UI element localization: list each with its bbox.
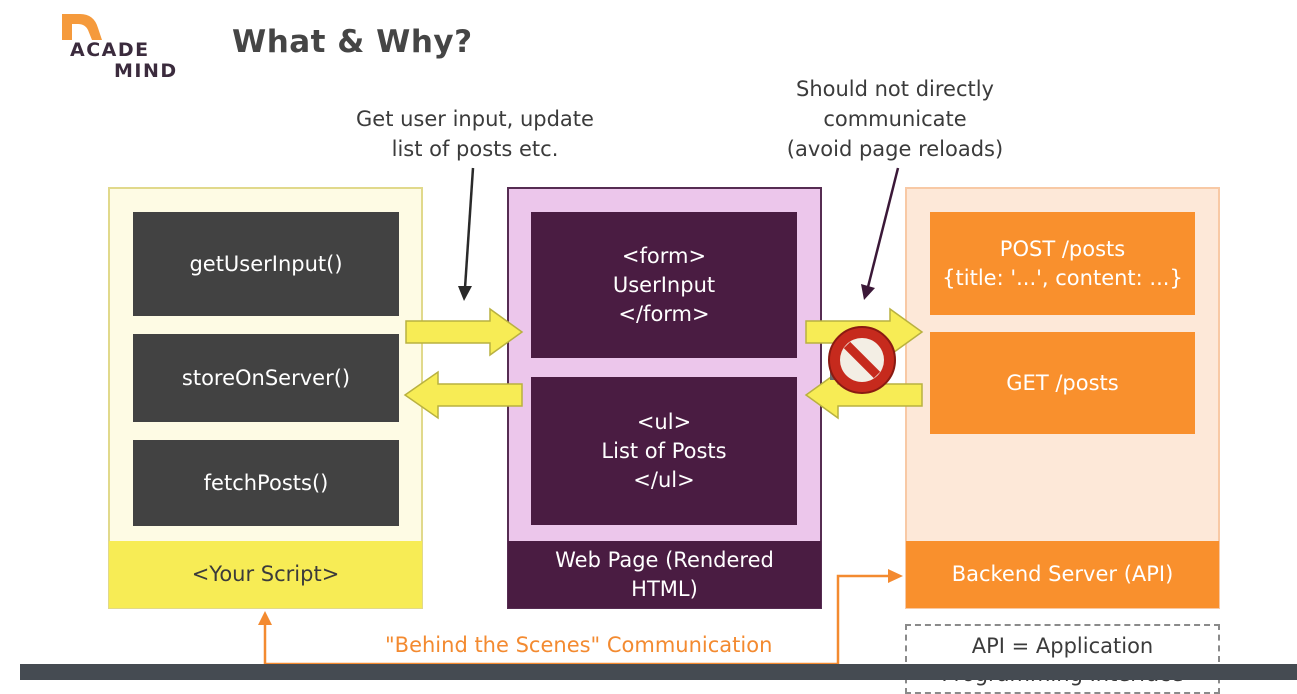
list-content: List of Posts bbox=[601, 438, 727, 463]
note-no-direct-communication: Should not directly communicate (avoid p… bbox=[770, 74, 1020, 164]
form-user-input-box: <form> UserInput </form> bbox=[531, 212, 797, 358]
your-script-footer: <Your Script> bbox=[109, 541, 422, 608]
academind-logo: ACADE MIND bbox=[70, 40, 190, 82]
no-entry-icon bbox=[828, 326, 896, 394]
connector-arrowhead-right bbox=[888, 569, 903, 583]
web-page-footer-line-2: HTML) bbox=[631, 576, 698, 601]
note-user-input-line-2: list of posts etc. bbox=[391, 137, 559, 161]
api-definition-line-1: API = Application bbox=[971, 634, 1154, 658]
form-content: UserInput bbox=[612, 272, 716, 297]
arrow-webpage-to-script bbox=[403, 370, 523, 420]
web-page-footer-line-1: Web Page (Rendered bbox=[555, 547, 774, 572]
function-fetch-posts: fetchPosts() bbox=[133, 440, 399, 526]
ul-close-tag: </ul> bbox=[633, 467, 695, 492]
function-get-user-input: getUserInput() bbox=[133, 212, 399, 316]
post-endpoint: POST /posts bbox=[999, 236, 1126, 261]
form-close-tag: </form> bbox=[618, 301, 710, 326]
web-page-footer: Web Page (Rendered HTML) bbox=[508, 541, 821, 608]
diagram-arrows bbox=[258, 167, 924, 666]
ul-open-tag: <ul> bbox=[636, 409, 692, 434]
note-no-direct-line-2: communicate bbox=[823, 107, 967, 131]
note-pointer-right bbox=[861, 167, 900, 300]
note-user-input-line-1: Get user input, update bbox=[356, 107, 594, 131]
note-no-direct-line-3: (avoid page reloads) bbox=[786, 137, 1004, 161]
academind-logo-icon bbox=[62, 14, 102, 40]
arrow-script-to-webpage bbox=[405, 307, 524, 357]
backend-server-footer: Backend Server (API) bbox=[906, 541, 1219, 608]
note-user-input: Get user input, update list of posts etc… bbox=[335, 104, 615, 164]
get-posts-box: GET /posts bbox=[930, 332, 1195, 434]
note-no-direct-line-1: Should not directly bbox=[795, 77, 994, 101]
post-posts-box: POST /posts {title: '...', content: ...} bbox=[930, 212, 1195, 315]
list-of-posts-box: <ul> List of Posts </ul> bbox=[531, 377, 797, 525]
api-definition-box: API = Application Programming Interface bbox=[905, 624, 1220, 694]
logo-line-1: ACADE bbox=[70, 39, 150, 61]
behind-scenes-label: "Behind the Scenes" Communication bbox=[385, 633, 773, 657]
video-control-bar[interactable] bbox=[20, 664, 1297, 680]
note-pointer-left bbox=[458, 167, 475, 301]
logo-line-2: MIND bbox=[114, 60, 178, 82]
slide-title: What & Why? bbox=[232, 24, 473, 60]
form-open-tag: <form> bbox=[621, 243, 707, 268]
connector-arrowhead-up bbox=[258, 611, 272, 625]
post-payload: {title: '...', content: ...} bbox=[942, 265, 1183, 290]
function-store-on-server: storeOnServer() bbox=[133, 334, 399, 422]
